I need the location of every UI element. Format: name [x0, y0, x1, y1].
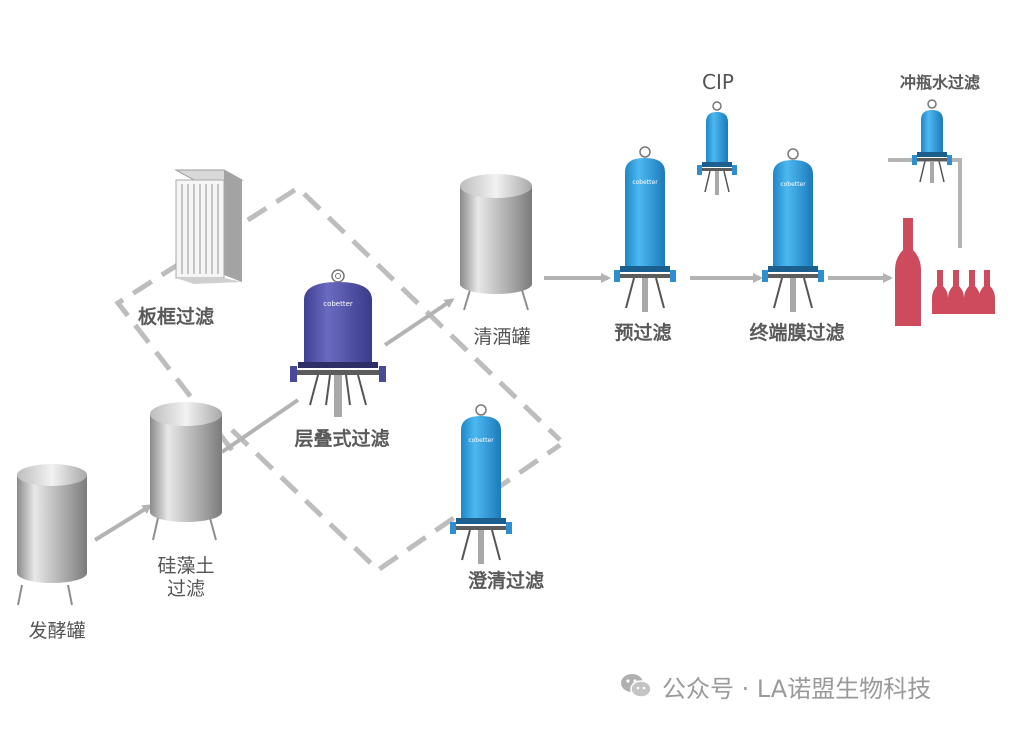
bottle-rinse-filter-housing-blue: [912, 99, 952, 183]
watermark: 公众号 · LA诺盟生物科技: [618, 668, 931, 704]
terminal-membrane-filter-housing-blue: cobetter: [762, 148, 824, 312]
small-bottle-1: [932, 270, 948, 314]
pre-filter-label: 预过滤: [614, 322, 672, 344]
clarification-housing-brand: cobetter: [468, 437, 494, 444]
plate-frame-filter-label: 板框过滤: [138, 306, 215, 328]
plate-frame-filter: [174, 169, 244, 284]
diatomite-filter-label-line2: 过滤: [166, 578, 206, 600]
stacked-filter-housing-purple: cobetter: [290, 269, 386, 417]
cip-filter-housing-blue: [697, 101, 737, 195]
small-bottle-2: [948, 270, 964, 314]
stacked-housing-brand: cobetter: [323, 300, 353, 308]
terminal-housing-brand: cobetter: [780, 181, 806, 188]
diatomite-filter-tank: [150, 402, 222, 541]
bottle-rinse-water-filter-label: 冲瓶水过滤: [899, 73, 981, 92]
stacked-filter-label: 层叠式过滤: [294, 428, 390, 450]
watermark-text: 公众号 · LA诺盟生物科技: [662, 674, 932, 703]
small-bottle-4: [979, 270, 995, 314]
pre-filter-housing-brand: cobetter: [632, 179, 658, 186]
arrow-diatomite-to-stacked: [220, 398, 300, 454]
small-bottle-3: [964, 270, 980, 314]
wine-bottles: [895, 218, 995, 326]
wechat-icon: [621, 674, 652, 698]
solid-flow-arrows: [93, 158, 962, 542]
cip-label: CIP: [702, 70, 734, 94]
fermentation-tank-label: 发酵罐: [28, 620, 86, 642]
fermentation-tank: [17, 464, 87, 606]
clarification-filter-label: 澄清过滤: [467, 570, 545, 592]
dashed-path-clarification-loop: [230, 428, 562, 574]
diatomite-filter-label-line1: 硅藻土: [157, 555, 215, 577]
clarification-filter-housing-blue: cobetter: [450, 404, 512, 564]
clear-wine-tank-label: 清酒罐: [473, 326, 531, 348]
large-bottle: [895, 218, 921, 326]
arrow-fermenter-to-diatomite: [93, 504, 153, 542]
arrow-stacked-to-clear-tank: [383, 298, 455, 347]
pre-filter-housing-blue: cobetter: [614, 146, 676, 312]
bottle-rinse-water-line: [888, 158, 962, 248]
terminal-membrane-filter-label: 终端膜过滤: [749, 322, 845, 344]
clear-wine-tank: [460, 174, 532, 311]
